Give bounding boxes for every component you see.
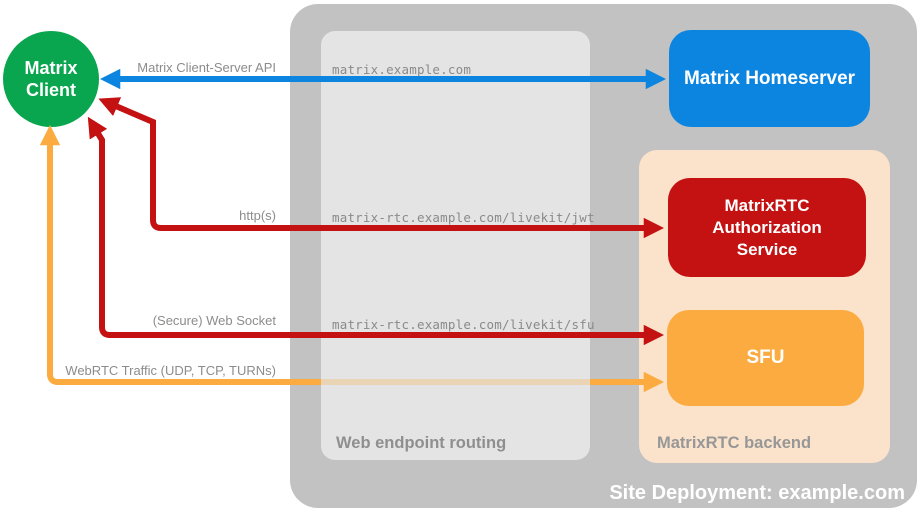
label-client-server-api: Matrix Client-Server API <box>137 60 276 75</box>
endpoint-livekit-sfu: matrix-rtc.example.com/livekit/sfu <box>332 317 595 332</box>
arrow-webrtc-left-segment <box>39 124 321 385</box>
sfu-node: SFU <box>667 310 864 406</box>
endpoint-matrix-example-com: matrix.example.com <box>332 62 472 77</box>
endpoint-livekit-jwt: matrix-rtc.example.com/livekit/jwt <box>332 210 595 225</box>
matrix-homeserver-node: Matrix Homeserver <box>669 30 870 127</box>
matrixrtc-backend-title: MatrixRTC backend <box>657 434 812 452</box>
matrixrtc-authorization-service-node: MatrixRTC Authorization Service <box>668 178 866 277</box>
matrix-client-label-line2: Client <box>25 80 76 100</box>
web-endpoint-routing-container <box>321 31 590 460</box>
label-web-socket: (Secure) Web Socket <box>152 313 276 328</box>
label-webrtc-traffic: WebRTC Traffic (UDP, TCP, TURNs) <box>65 363 276 378</box>
matrix-client-label-line1: Matrix <box>24 58 78 78</box>
site-deployment-title: Site Deployment: example.com <box>609 482 905 504</box>
matrix-client-node: Matrix Client <box>3 31 99 127</box>
web-endpoint-routing-title: Web endpoint routing <box>336 434 507 452</box>
label-https: http(s) <box>239 208 276 223</box>
